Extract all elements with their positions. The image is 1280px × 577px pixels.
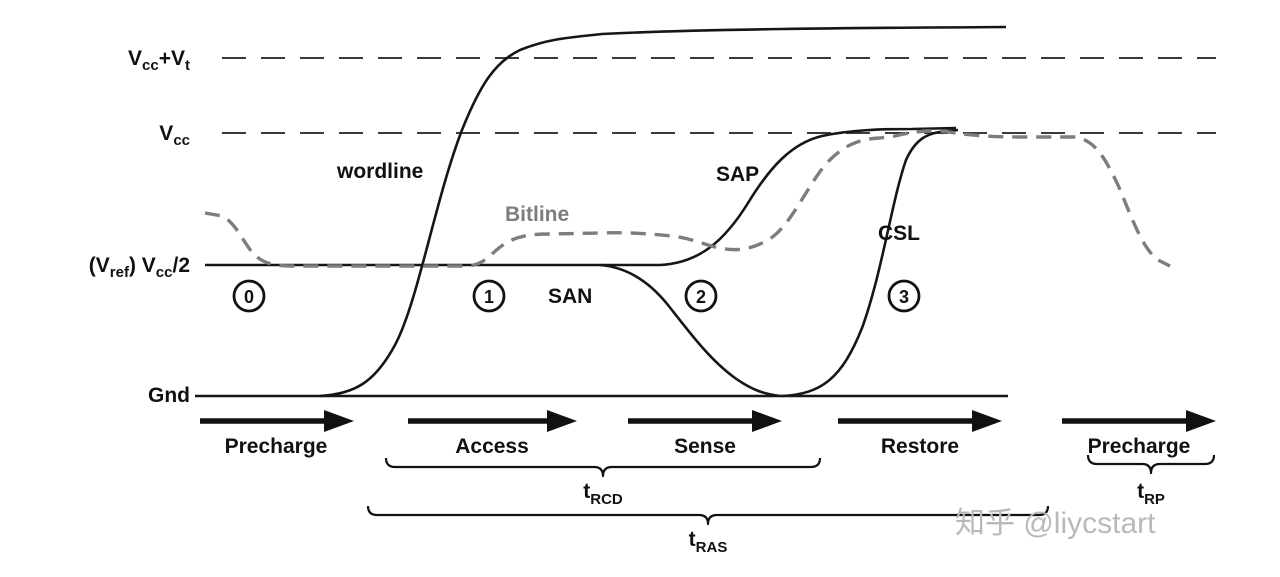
bitline-label: Bitline xyxy=(505,203,569,226)
marker-2-circle xyxy=(684,279,718,313)
sap-wave xyxy=(205,126,957,267)
csl-label: CSL xyxy=(878,222,920,245)
vcc-plus-vt-label: Vcc+Vt xyxy=(128,47,190,74)
phase-restore: Restore xyxy=(838,410,1002,458)
phase-sense: Sense xyxy=(628,410,782,458)
tras-label: tRAS xyxy=(689,528,728,556)
marker-0-circle xyxy=(232,279,266,313)
marker-2: 2 xyxy=(684,279,718,313)
san-wave xyxy=(599,263,781,398)
phase-access-label: Access xyxy=(455,435,529,458)
phase-restore-label: Restore xyxy=(881,435,959,458)
marker-1-circle xyxy=(472,279,506,313)
marker-2-num: 2 xyxy=(696,287,706,307)
tras-brace xyxy=(366,505,1050,526)
gnd-label: Gnd xyxy=(148,384,190,407)
csl-wave xyxy=(781,128,959,398)
san-label: SAN xyxy=(548,285,592,308)
wordline-label: wordline xyxy=(336,160,423,183)
trp-brace xyxy=(1086,454,1216,475)
trcd-brace xyxy=(384,457,822,478)
marker-3: 3 xyxy=(887,279,921,313)
arrow-head-icon xyxy=(972,410,1002,432)
marker-3-num: 3 xyxy=(899,287,909,307)
arrow-head-icon xyxy=(547,410,577,432)
vcc-label: Vcc xyxy=(159,122,190,149)
phase-precharge-2: Precharge xyxy=(1062,410,1216,458)
watermark-text: 知乎 @liycstart xyxy=(955,507,1156,540)
marker-0-num: 0 xyxy=(244,287,254,307)
marker-3-circle xyxy=(887,279,921,313)
trcd-label: tRCD xyxy=(583,480,623,508)
marker-1-num: 1 xyxy=(484,287,494,307)
phase-precharge-1: Precharge xyxy=(200,410,354,458)
trp-label: tRP xyxy=(1137,480,1165,508)
arrow-head-icon xyxy=(1186,410,1216,432)
sap-label: SAP xyxy=(716,163,759,186)
bitline-wave xyxy=(204,129,1171,268)
phase-precharge-1-label: Precharge xyxy=(225,435,328,458)
arrow-head-icon xyxy=(752,410,782,432)
vref-half-vcc-label: (Vref) Vcc/2 xyxy=(89,254,190,281)
phase-precharge-2-label: Precharge xyxy=(1088,435,1191,458)
phase-sense-label: Sense xyxy=(674,435,736,458)
wordline-wave xyxy=(319,25,1007,398)
marker-0: 0 xyxy=(232,279,266,313)
arrow-head-icon xyxy=(324,410,354,432)
marker-1: 1 xyxy=(472,279,506,313)
phase-access: Access xyxy=(408,410,577,458)
